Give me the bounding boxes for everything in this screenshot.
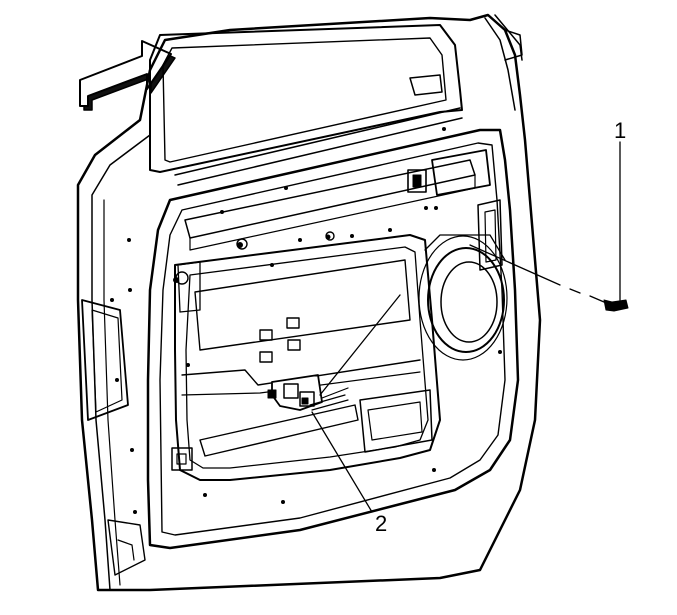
door-outer-shell [76,13,542,592]
callout-label-2: 2 [375,511,388,536]
window-frame [149,24,463,186]
callout-1-leader [469,141,621,303]
front-direction-arrow-icon [79,40,176,111]
hinge-pillar [81,299,146,576]
inner-door-panel [146,128,520,550]
callout-2-leader [311,294,401,513]
door-latch-mechanism [267,374,349,411]
mounting-holes [175,231,335,285]
fastener-holes [110,127,502,514]
door-panel-screw [603,299,629,312]
callout-label-1: 1 [614,118,627,143]
